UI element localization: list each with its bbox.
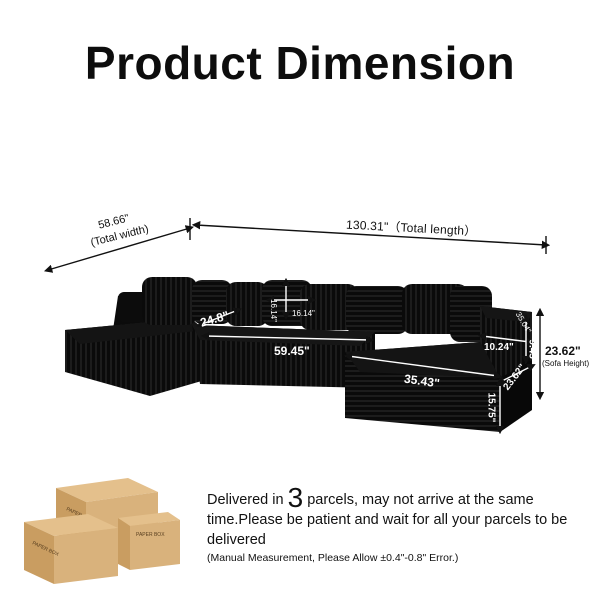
arm-height-label: 9.45" [526, 339, 538, 364]
pillow-height-label: 16.14" [268, 299, 278, 322]
arm-width-label: 10.24" [484, 342, 514, 353]
seat-height-label: 15.75" [485, 392, 497, 423]
pillow-width-label: 16.14" [292, 309, 315, 318]
measurement-note: (Manual Measurement, Please Allow ±0.4"-… [207, 552, 459, 564]
middle-width-label: 59.45" [274, 344, 310, 358]
sofa-height-label: (Sofa Height) [542, 359, 590, 368]
parcel-count: 3 [287, 482, 304, 513]
dimension-lines [43, 218, 551, 435]
parcel-boxes-illustration: PAPER BOX PAPER BOX PAPER BOX [24, 478, 180, 584]
delivery-suffix: parcels, may not arrive at the same time… [207, 492, 568, 548]
box-label-right: PAPER BOX [136, 532, 165, 538]
left-chaise [65, 292, 205, 396]
parcel-box-left: PAPER BOX [24, 514, 118, 584]
delivery-prefix: Delivered in [207, 492, 288, 508]
parcel-box-right: PAPER BOX [118, 512, 180, 570]
sofa-height-value: 23.62" [545, 344, 581, 358]
page-title: Product Dimension [84, 37, 516, 89]
delivery-text: Delivered in 3 parcels, may not arrive a… [207, 484, 597, 550]
